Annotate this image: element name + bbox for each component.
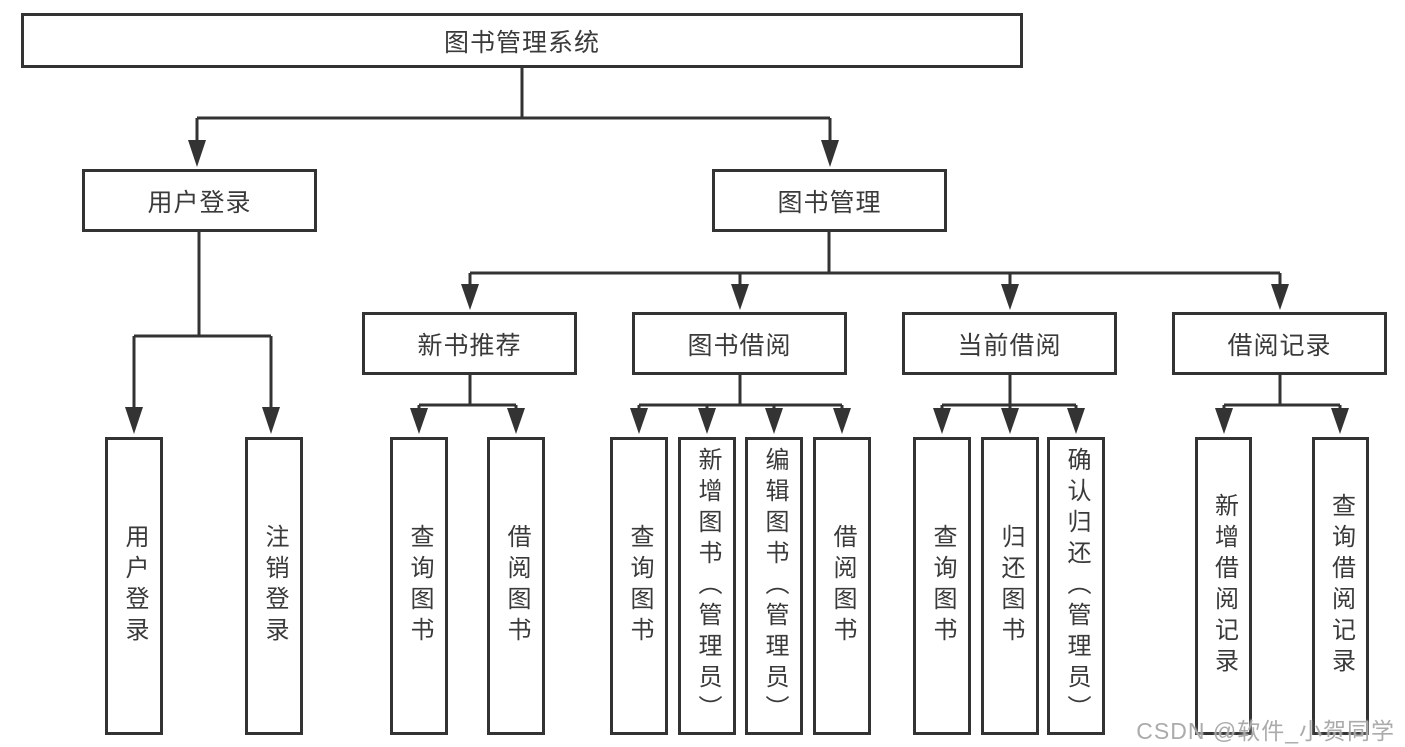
- leaf-borrow-books: 借阅图书: [813, 437, 871, 735]
- leaf-edit-books-admin: 编辑图书（管理员）: [745, 437, 803, 735]
- node-current-borrow: 当前借阅: [902, 312, 1117, 375]
- node-label: 借阅图书: [829, 524, 856, 648]
- leaf-confirm-return-admin: 确认归还（管理员）: [1047, 437, 1105, 735]
- node-label: 查询图书: [626, 524, 653, 648]
- leaf-recommend-borrow-books: 借阅图书: [487, 437, 545, 735]
- leaf-query-borrow-record: 查询借阅记录: [1312, 437, 1369, 735]
- node-label: 用户登录: [147, 188, 252, 217]
- node-label: 新书推荐: [417, 331, 522, 360]
- leaf-add-books-admin: 新增图书（管理员）: [678, 437, 736, 735]
- node-book-borrow: 图书借阅: [632, 312, 847, 375]
- node-label: 新增借阅记录: [1210, 493, 1238, 679]
- node-label: 图书管理: [777, 188, 882, 217]
- node-book-management: 图书管理: [712, 169, 947, 232]
- node-label: 当前借阅: [957, 331, 1062, 360]
- node-label: 用户登录: [121, 524, 148, 648]
- node-label: 编辑图书（管理员）: [761, 446, 788, 726]
- node-label: 确认归还（管理员）: [1063, 446, 1090, 726]
- edges-book-borrow-to-leaves: [630, 375, 851, 434]
- leaf-add-borrow-record: 新增借阅记录: [1195, 437, 1252, 735]
- node-label: 查询借阅记录: [1327, 493, 1355, 679]
- edges-current-borrow-to-leaves: [933, 375, 1085, 434]
- node-label: 图书管理系统: [443, 28, 600, 57]
- node-label: 新增图书（管理员）: [694, 446, 721, 726]
- edges-new-book-recommend-to-leaves: [410, 375, 525, 434]
- node-label: 借阅记录: [1227, 331, 1332, 360]
- node-label: 归还图书: [997, 524, 1024, 648]
- node-label: 图书借阅: [687, 331, 792, 360]
- edges-book-management-to-level3: [461, 232, 1289, 310]
- node-label: 查询图书: [929, 524, 956, 648]
- leaf-recommend-query-books: 查询图书: [390, 437, 448, 735]
- node-library-system: 图书管理系统: [21, 13, 1023, 68]
- node-label: 注销登录: [261, 524, 288, 648]
- leaf-logout: 注销登录: [245, 437, 303, 735]
- edges-borrow-records-to-leaves: [1215, 375, 1349, 434]
- node-label: 查询图书: [406, 524, 433, 648]
- node-new-book-recommend: 新书推荐: [362, 312, 577, 375]
- leaf-user-login: 用户登录: [105, 437, 163, 735]
- leaf-current-query-books: 查询图书: [913, 437, 971, 735]
- leaf-borrow-query-books: 查询图书: [610, 437, 668, 735]
- node-label: 借阅图书: [503, 524, 530, 648]
- edges-root-to-level2: [188, 68, 839, 167]
- csdn-watermark: CSDN @软件_小贺同学: [1136, 718, 1395, 744]
- edges-user-login-to-leaves: [125, 232, 280, 434]
- node-borrow-records: 借阅记录: [1172, 312, 1387, 375]
- leaf-return-books: 归还图书: [981, 437, 1039, 735]
- node-user-login: 用户登录: [82, 169, 317, 232]
